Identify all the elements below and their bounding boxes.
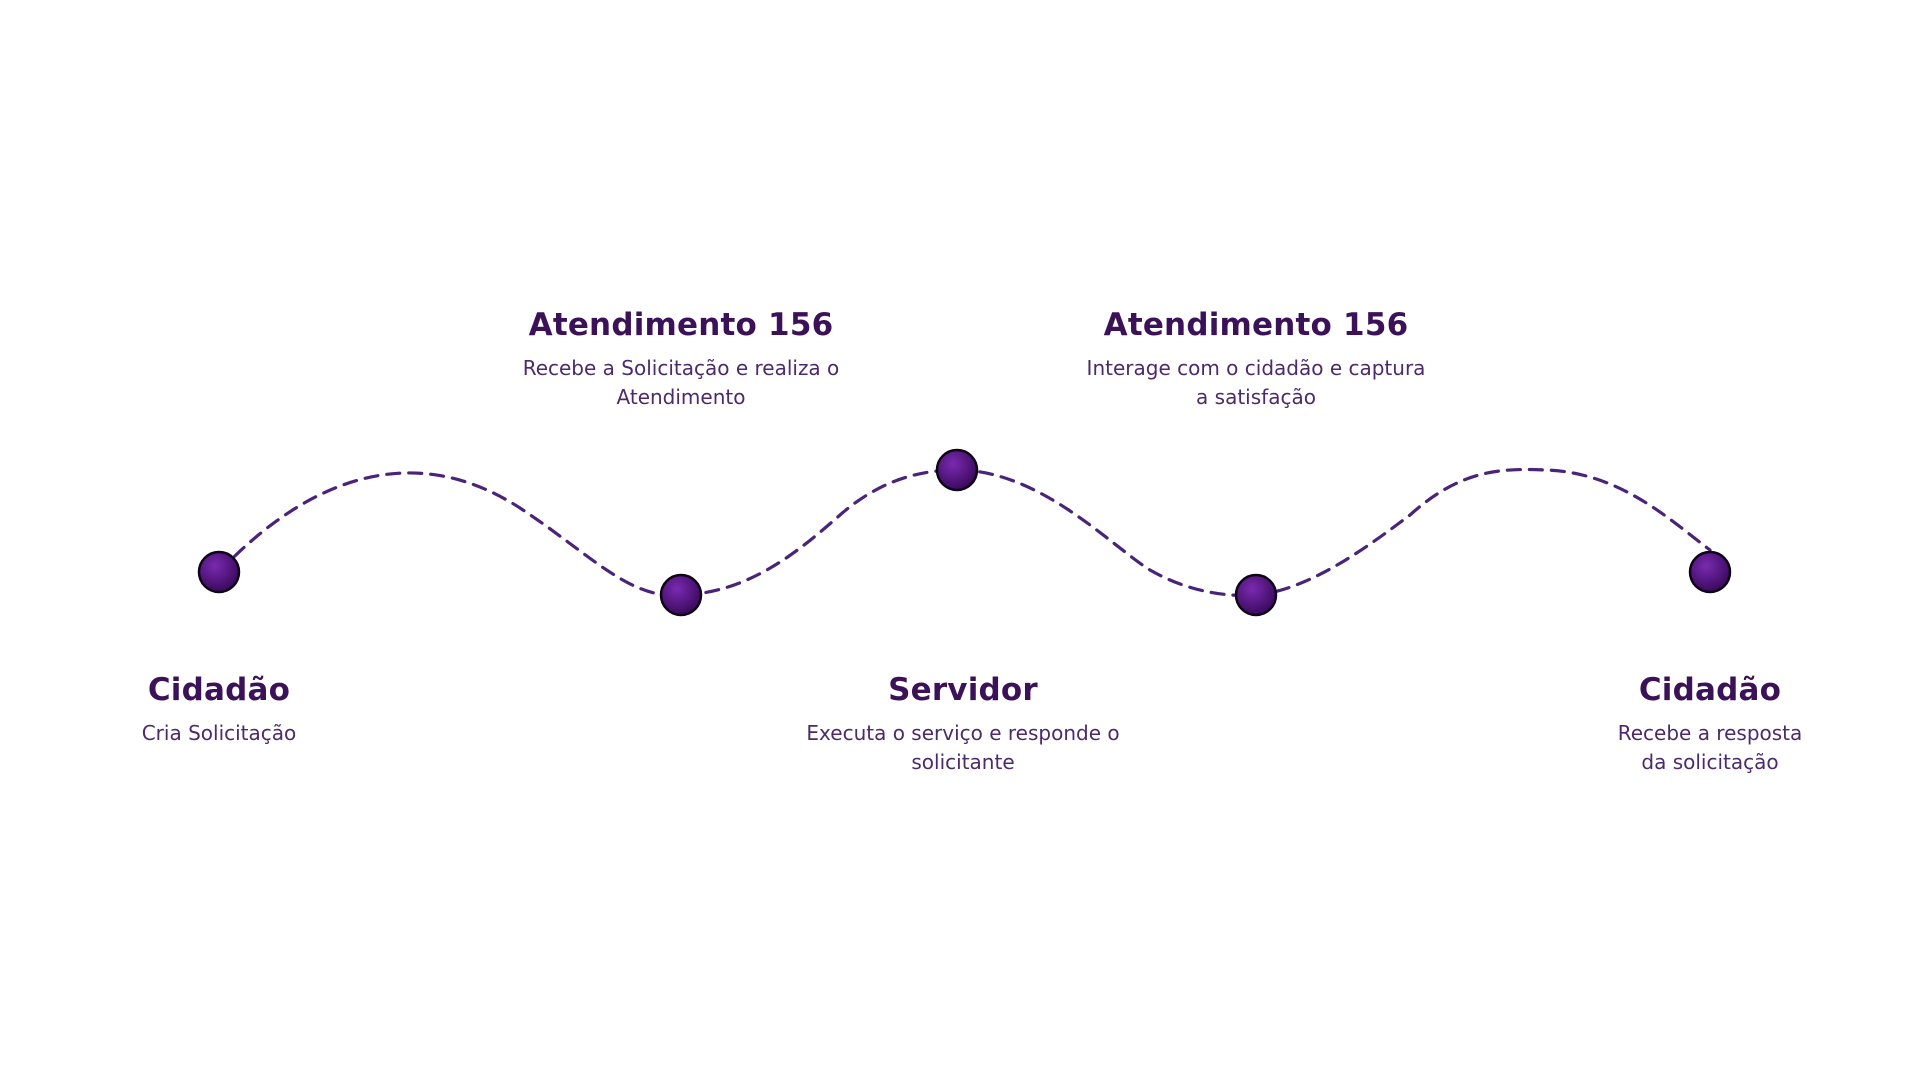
step-description: Recebe a resposta da solicitação <box>1617 721 1803 774</box>
step-title: Cidadão <box>1638 672 1782 708</box>
step-service-156-satisfaction: Atendimento 156 Interage com o cidadão e… <box>1046 306 1466 412</box>
step-server-execute: Servidor Executa o serviço e responde o … <box>753 671 1173 777</box>
step-title: Servidor <box>888 672 1038 708</box>
step-description: Interage com o cidadão e captura a satis… <box>1086 356 1426 409</box>
step-description: Executa o serviço e responde o solicitan… <box>806 721 1120 774</box>
step-title: Cidadão <box>147 672 291 708</box>
step-citizen-response: Cidadão Recebe a resposta da solicitação <box>1500 671 1920 777</box>
step-description: Cria Solicitação <box>141 721 297 745</box>
step-node-2 <box>659 573 703 617</box>
step-service-156-receive: Atendimento 156 Recebe a Solicitação e r… <box>471 306 891 412</box>
step-node-4 <box>1234 573 1278 617</box>
step-description: Recebe a Solicitação e realiza o Atendim… <box>522 356 840 409</box>
step-title: Atendimento 156 <box>528 307 834 343</box>
step-citizen-create: Cidadão Cria Solicitação <box>9 671 429 748</box>
step-node-3 <box>935 448 979 492</box>
wave-path <box>217 467 1712 598</box>
step-node-1 <box>197 550 241 594</box>
step-node-5 <box>1688 550 1732 594</box>
step-title: Atendimento 156 <box>1103 307 1409 343</box>
